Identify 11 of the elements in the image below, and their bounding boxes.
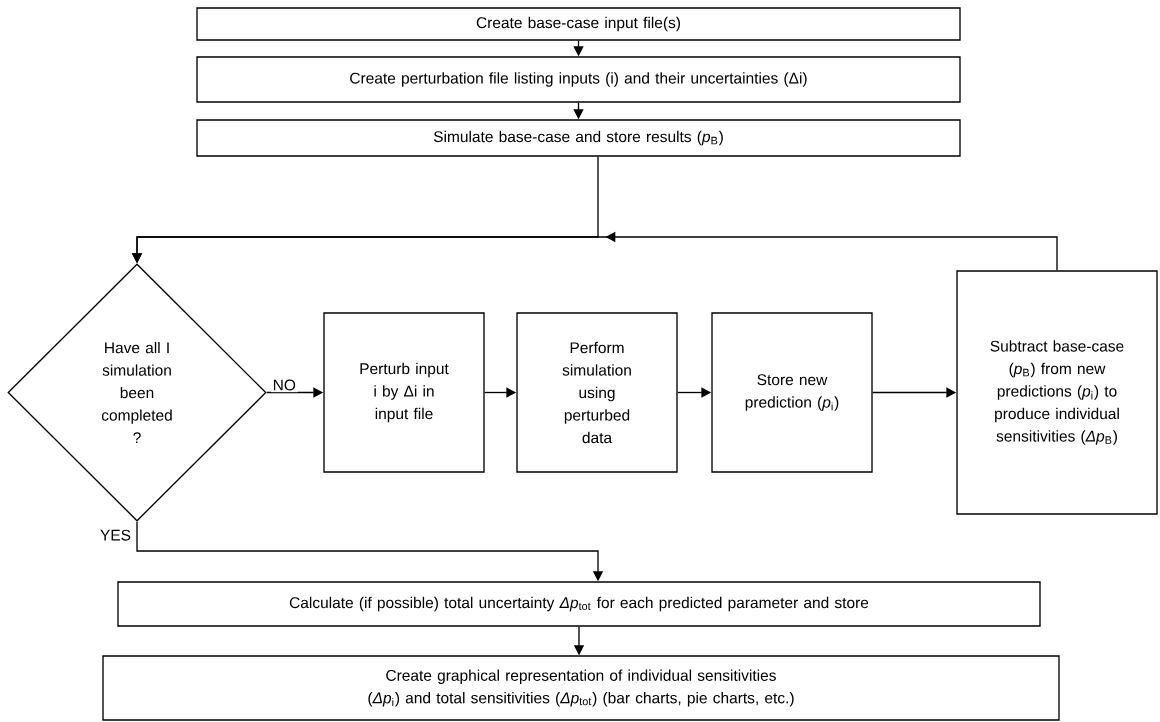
edge-label: NO — [271, 377, 298, 393]
process-box: Perform simulation using perturbed data — [516, 312, 678, 473]
edge-label: YES — [98, 528, 133, 543]
process-box: Calculate (if possible) total uncertainty Δp$_{tot}$ for each predicted parameter and store — [117, 581, 1041, 627]
process-box: Perturb input i by Δi in input file — [323, 312, 485, 473]
process-box: Store new prediction (p$_{i}$) — [711, 312, 873, 473]
process-box: Subtract base-case (p$_{B}$) from new predictions (p$_{i}$) to produce individual sensitivities (Δp$_{B}$) — [956, 270, 1158, 515]
process-box: Simulate base-case and store results (p$_{B}$) — [196, 119, 961, 157]
process-box: Create perturbation file listing inputs (i) and their uncertainties (Δi) — [196, 56, 961, 103]
process-box: Create graphical representation of individual sensitivities (Δp$_{i}$) and total sensitivities (Δp$_{tot}$) (bar charts, pie charts, etc.) — [102, 655, 1060, 721]
process-box: Create base-case input file(s) — [196, 7, 961, 41]
